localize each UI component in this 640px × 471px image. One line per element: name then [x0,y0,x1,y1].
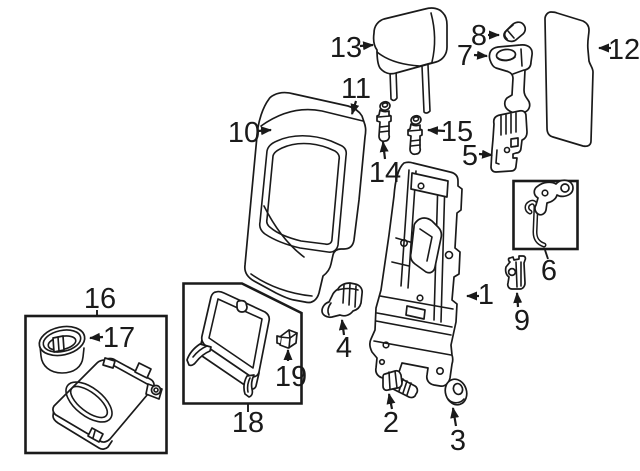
callout-label-16: 16 [84,283,116,315]
callout-5: 5 [462,140,493,172]
callout-label-10: 10 [228,117,260,149]
callout-label-5: 5 [462,140,478,172]
armrest-lid-drawing [52,357,163,450]
callout-label-12: 12 [608,34,640,66]
callout-19: 19 [275,349,307,393]
part-17-cup-holder-drawing [38,325,86,374]
callout-18: 18 [232,404,264,439]
callout-label-19: 19 [275,361,307,393]
callout-8: 8 [471,20,500,52]
callout-11: 11 [341,73,371,115]
callout-1: 1 [466,279,494,311]
callout-label-1: 1 [478,279,494,311]
callout-label-3: 3 [450,425,466,457]
part-12-trim-panel-drawing [544,11,594,148]
callout-label-14: 14 [369,157,401,189]
callout-label-13: 13 [330,32,362,64]
part-6-box-frame [512,179,579,251]
part-6-lock-rod-box [512,179,579,251]
callout-15: 15 [427,116,473,148]
callout-3: 3 [450,407,466,457]
part-3-grommet-drawing [444,378,468,406]
part-18-back-panel-drawing [186,290,271,398]
part-13-headrest-drawing [372,7,448,114]
part-10-seat-back-cushion-drawing [243,91,367,304]
part-16-box-frame [24,314,168,455]
callout-label-18: 18 [232,407,264,439]
callout-13: 13 [330,32,374,64]
part-16-armrest-assembly-box [24,314,168,455]
part-15-guide-pin-drawing [407,114,423,156]
callout-label-8: 8 [471,20,487,52]
callout-label-9: 9 [514,305,530,337]
part-4-release-handle-drawing [321,282,364,319]
callout-label-11: 11 [341,73,371,105]
callout-17: 17 [89,322,135,354]
callout-4: 4 [336,319,352,364]
part-1-seat-frame-drawing [369,161,463,387]
callout-14: 14 [369,141,401,189]
callout-10: 10 [228,117,272,149]
part-7-latch-bracket-drawing [488,44,533,115]
callout-label-15: 15 [441,116,473,148]
callout-16: 16 [84,283,116,316]
callout-7: 7 [457,40,488,72]
part-8-cap-drawing [503,21,527,43]
callout-12: 12 [598,34,640,66]
callout-label-7: 7 [457,40,473,72]
callout-label-17: 17 [103,322,135,354]
part-5-ribbed-bracket-drawing [490,109,528,173]
callout-label-4: 4 [336,332,352,364]
part-18-back-panel-box [182,282,303,405]
callout-2: 2 [383,393,399,439]
callout-label-6: 6 [541,255,557,287]
part-18-box-frame [182,282,303,405]
part-19-clip-drawing [276,329,298,349]
callout-6: 6 [541,249,557,287]
callout-9: 9 [513,292,530,337]
part-9-clip-bracket-drawing [504,255,527,290]
callout-label-2: 2 [383,407,399,439]
part-14-guide-pin-drawing [376,100,392,143]
part-2-bolt-drawing [382,369,419,399]
